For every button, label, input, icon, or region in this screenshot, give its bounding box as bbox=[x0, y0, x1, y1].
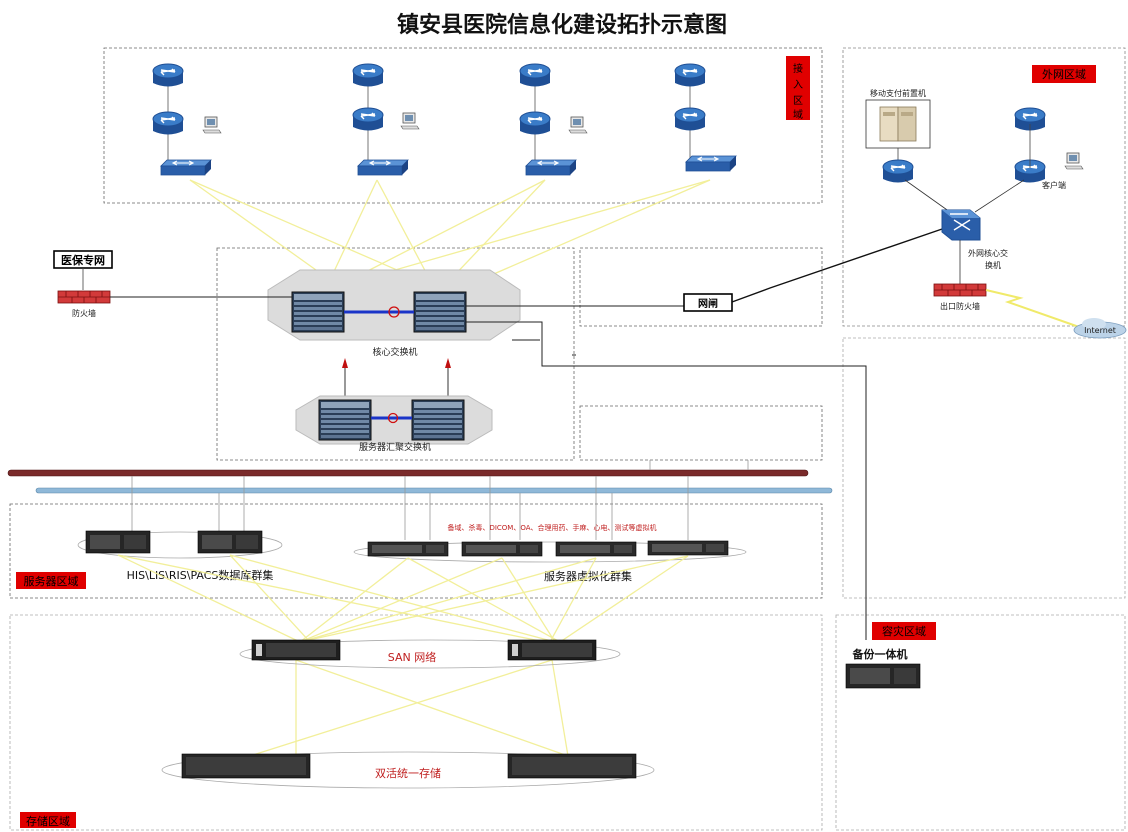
external-zone-box bbox=[842, 47, 1126, 327]
firewall-icon bbox=[57, 290, 111, 304]
server-zone-tag: 服务器区域 bbox=[16, 572, 86, 589]
san-switch-icon bbox=[507, 639, 597, 661]
storage-zone-tag: 存储区域 bbox=[20, 812, 76, 828]
mobile-payment-label: 移动支付前置机 bbox=[870, 88, 926, 98]
router-icon bbox=[519, 111, 551, 136]
san-uplinks bbox=[117, 554, 689, 757]
workgroup-switch-icon bbox=[357, 159, 409, 176]
server-agg-switch-label: 服务器汇聚交换机 bbox=[359, 441, 431, 453]
core-chassis-icon bbox=[318, 399, 372, 441]
server-zone-box bbox=[9, 503, 823, 599]
rack-server-icon bbox=[367, 541, 449, 557]
workgroup-switch-icon bbox=[160, 159, 212, 176]
backup-label: 备份一体机 bbox=[852, 647, 908, 661]
access-uplinks bbox=[189, 179, 711, 281]
rack-server-icon bbox=[85, 530, 151, 554]
bus-drops bbox=[131, 460, 749, 540]
core-switch-label: 核心交换机 bbox=[372, 346, 417, 358]
access-zone-box bbox=[103, 47, 823, 204]
core-agg-links bbox=[344, 360, 449, 400]
external-zone-label: 外网区域 bbox=[1042, 68, 1086, 81]
access-zone-tag: 接 入 区 域 bbox=[786, 56, 810, 121]
access-zone-char-1: 接 bbox=[793, 62, 803, 75]
rack-server-icon bbox=[647, 540, 729, 556]
db-cluster-ellipse bbox=[77, 531, 283, 559]
core-stack-ring bbox=[388, 306, 400, 318]
gateway-label: 网闸 bbox=[698, 297, 718, 310]
access-vertical-links bbox=[167, 76, 691, 165]
disaster-zone-tag: 容灾区域 bbox=[872, 622, 936, 640]
multilayer-switch-icon bbox=[941, 209, 981, 241]
rack-server-icon bbox=[555, 541, 637, 557]
core-agg-arrows bbox=[342, 358, 451, 368]
ext-link-right bbox=[974, 179, 1025, 213]
san-switch-icon bbox=[251, 639, 341, 661]
storage-label: 双活统一存储 bbox=[375, 766, 441, 780]
core-chassis-icon bbox=[411, 399, 465, 441]
server-tower-icon bbox=[879, 106, 917, 142]
diagram-title: 镇安县医院信息化建设拓扑示意图 bbox=[397, 12, 727, 38]
medical-network-label: 医保专网 bbox=[61, 253, 105, 267]
router-icon bbox=[152, 111, 184, 136]
rack-server-icon bbox=[197, 530, 263, 554]
ext-core-switch-label-2: 换机 bbox=[985, 260, 1001, 270]
rack-server-icon bbox=[845, 663, 921, 689]
right-empty-zone-box bbox=[842, 337, 1126, 599]
san-label: SAN 网络 bbox=[388, 650, 436, 664]
ext-core-switch-label-1: 外网核心交 bbox=[968, 248, 1008, 258]
storage-zone-label: 存储区域 bbox=[26, 814, 70, 828]
db-cluster-label: HIS\LIS\RIS\PACS数据库群集 bbox=[127, 568, 274, 582]
disaster-zone-label: 容灾区域 bbox=[882, 624, 926, 638]
firewall-label: 防火墙 bbox=[72, 308, 96, 318]
exit-firewall-label: 出口防火墙 bbox=[940, 301, 980, 311]
dmz-zone-box bbox=[579, 247, 823, 327]
router-icon bbox=[674, 107, 706, 132]
internet-label: Internet bbox=[1084, 326, 1116, 335]
vm-list-label: 备域、杀毒、DICOM、OA、合理用药、手麻、心电、测试等虚拟机 bbox=[447, 523, 656, 532]
router-icon bbox=[352, 63, 384, 88]
firewall-icon bbox=[933, 283, 987, 297]
core-backup-link bbox=[466, 321, 867, 640]
vm-cluster-label: 服务器虚拟化群集 bbox=[544, 569, 632, 583]
router-icon bbox=[674, 63, 706, 88]
server-zone-label: 服务器区域 bbox=[24, 575, 79, 588]
router-icon bbox=[882, 159, 914, 184]
core-chassis-icon bbox=[291, 291, 345, 333]
router-icon bbox=[352, 107, 384, 132]
external-zone-tag: 外网区域 bbox=[1032, 65, 1096, 83]
disk-array-icon bbox=[507, 753, 637, 779]
pc-icon bbox=[202, 116, 222, 134]
access-zone-char-2: 入 bbox=[793, 80, 803, 91]
gateway-external-link bbox=[731, 227, 946, 303]
router-icon bbox=[519, 63, 551, 88]
rack-server-icon bbox=[461, 541, 543, 557]
client-label: 客户端 bbox=[1042, 180, 1066, 190]
core-zone-box bbox=[216, 247, 575, 461]
pc-icon bbox=[568, 116, 588, 134]
workgroup-switch-icon bbox=[525, 159, 577, 176]
pc-icon bbox=[1064, 152, 1084, 170]
blue-bus bbox=[35, 487, 833, 494]
disaster-zone-box bbox=[835, 614, 1126, 831]
router-icon bbox=[152, 63, 184, 88]
storage-zone-box bbox=[9, 614, 823, 831]
disk-array-icon bbox=[181, 753, 311, 779]
storage-ellipse bbox=[161, 751, 655, 789]
access-zone-char-3: 区 bbox=[793, 95, 803, 107]
workgroup-switch-icon bbox=[685, 155, 737, 172]
vm-cluster-ellipse bbox=[353, 541, 747, 563]
mgmt-zone-box bbox=[579, 405, 823, 461]
ext-link-left bbox=[904, 179, 951, 213]
internet-link bbox=[985, 289, 1083, 329]
gateway-box bbox=[683, 293, 733, 312]
core-chassis-icon bbox=[413, 291, 467, 333]
access-zone-char-4: 域 bbox=[793, 108, 803, 121]
pc-icon bbox=[400, 112, 420, 130]
agg-stack-ring bbox=[387, 412, 399, 424]
cloud-icon bbox=[1073, 318, 1127, 339]
san-ellipse bbox=[239, 639, 621, 669]
brown-bus bbox=[7, 469, 809, 477]
